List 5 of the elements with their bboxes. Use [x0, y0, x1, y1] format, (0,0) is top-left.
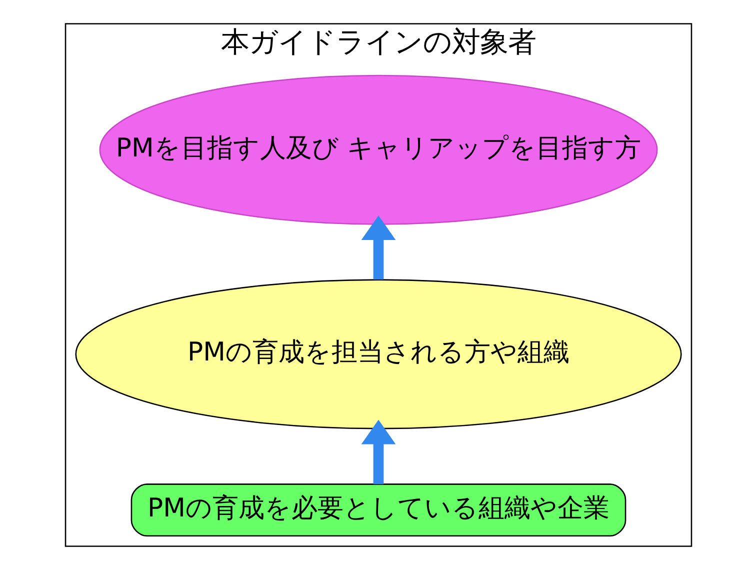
node-ellipse: PMの育成を担当される方や組織 [74, 279, 682, 430]
node-ellipse: PMを目指す人及び キャリアップを目指す方 [98, 74, 658, 225]
arrow [360, 215, 396, 280]
node-box: PMの育成を必要としている組織や企業 [130, 484, 626, 537]
arrow [360, 420, 396, 484]
